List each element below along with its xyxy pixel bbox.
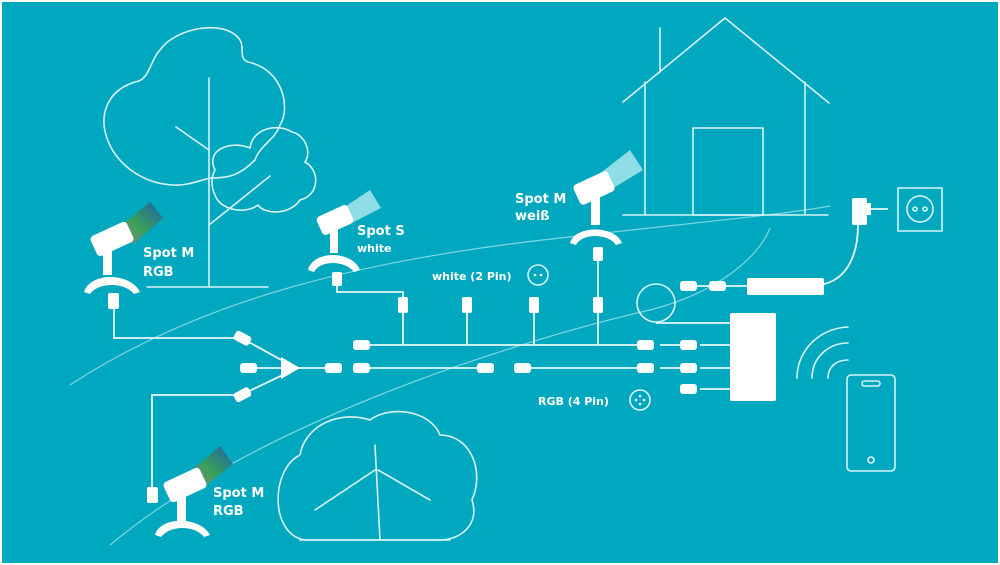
power-adapter (852, 198, 888, 225)
spot-m-weiss (570, 150, 643, 261)
spot-s-white (308, 190, 381, 286)
house (622, 17, 830, 216)
bush (277, 410, 478, 541)
splitter (281, 357, 300, 379)
smartphone-icon (846, 374, 896, 472)
wall-socket-icon (897, 187, 943, 232)
connector-label-white: white (2 Pin) (432, 270, 512, 283)
cable-coil-icon (636, 283, 676, 323)
spot-m-rgb-bottom (147, 446, 233, 537)
cable-plugs (233, 281, 726, 403)
cable-network (113, 224, 859, 487)
tree-small (208, 126, 317, 226)
garden-path-lower (109, 227, 771, 546)
controller-hub (730, 313, 776, 401)
two-pin-icon (527, 264, 549, 286)
spot-label-type: weiß (515, 209, 550, 224)
spot-label-type: RGB (143, 265, 174, 280)
spot-label-name: Spot M (515, 192, 566, 207)
connector-label-rgb: RGB (4 Pin) (538, 395, 609, 408)
wifi-signal-icon (796, 326, 849, 379)
spot-label-name: Spot M (143, 246, 194, 261)
tree-large (103, 26, 286, 288)
spot-label-type: RGB (213, 504, 244, 519)
spot-label-name: Spot M (213, 486, 264, 501)
spot-label-name: Spot S (357, 224, 405, 239)
spot-label-type: white (357, 242, 391, 255)
transformer (747, 278, 824, 295)
four-pin-icon (629, 389, 651, 411)
spot-m-rgb-left (84, 202, 163, 309)
